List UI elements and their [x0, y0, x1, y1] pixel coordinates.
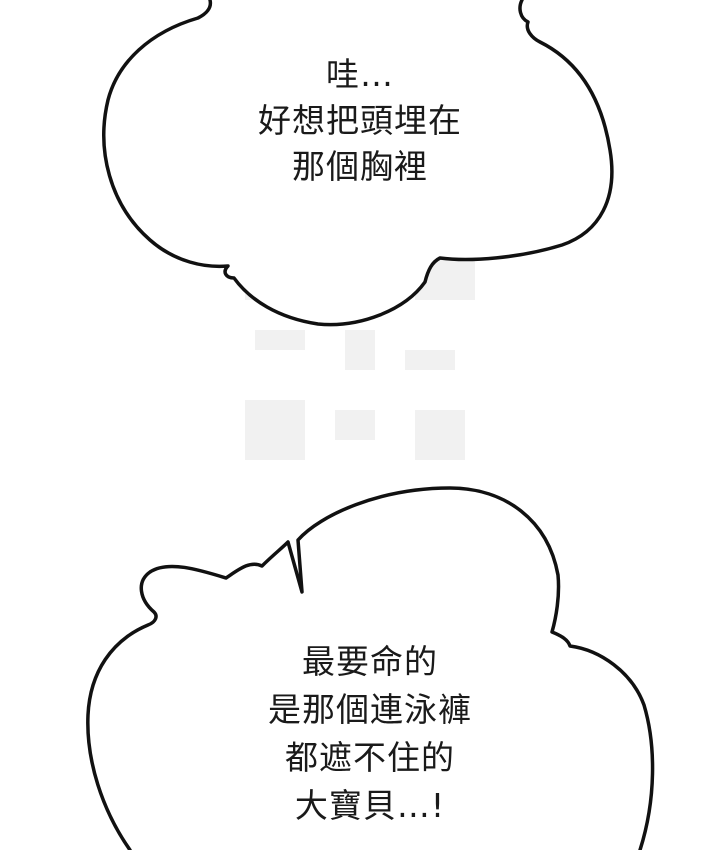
thought-bubble-top [102, 0, 614, 327]
bubble-line: 好想把頭埋在 [258, 101, 462, 140]
bubble-line: 最要命的 [302, 642, 438, 681]
bubble-text-top: 哇… 好想把頭埋在 那個胸裡 [210, 52, 510, 190]
thought-bubble-bottom [86, 486, 655, 850]
bubble-text-bottom: 最要命的 是那個連泳褲 都遮不住的 大寶貝…! [220, 638, 520, 830]
bubble-line: 哇… [326, 55, 394, 94]
bubble-line: 那個胸裡 [292, 147, 428, 186]
bubble-line: 是那個連泳褲 [268, 690, 472, 729]
bubble-line: 都遮不住的 [285, 738, 455, 777]
bubble-line: 大寶貝…! [294, 786, 446, 825]
